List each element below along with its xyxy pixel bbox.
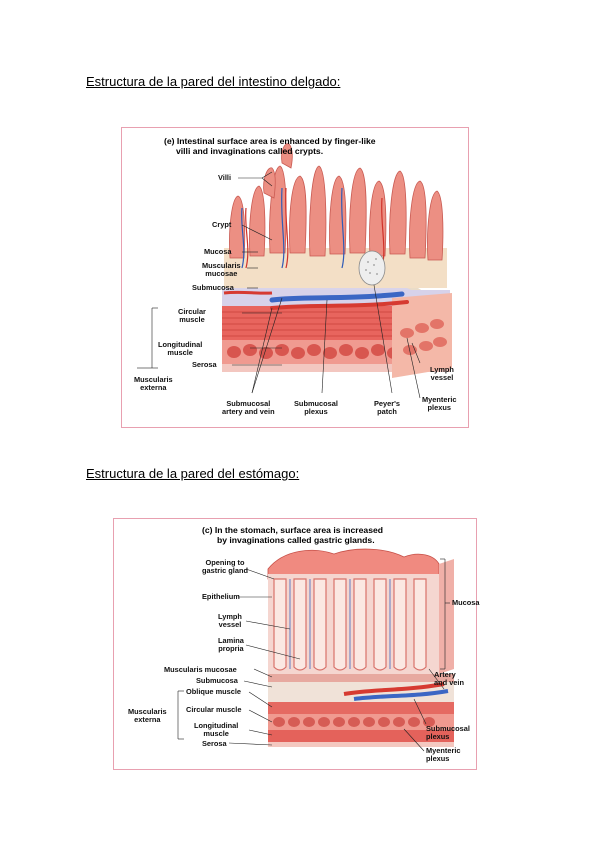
label-muscularis-mucosae: Muscularis mucosae (202, 261, 241, 278)
label-serosa: Serosa (202, 739, 227, 748)
label-muscularis-externa: Muscularis externa (134, 375, 173, 392)
label-villi: Villi (218, 173, 232, 182)
label-epithelium: Epithelium (202, 592, 240, 601)
stomach-heading: Estructura de la pared del estómago: (86, 466, 300, 481)
label-lamina-propria: Lamina propria (218, 636, 244, 653)
label-submucosal-artery-vein: Submucosal artery and vein (222, 399, 275, 416)
intestine-heading: Estructura de la pared del intestino del… (86, 74, 341, 89)
label-lymph-vessel: Lymph vessel (430, 365, 454, 382)
label-lymph-vessel: Lymph vessel (218, 612, 242, 629)
label-crypt: Crypt (212, 220, 232, 229)
label-oblique-muscle: Oblique muscle (186, 687, 242, 696)
label-serosa: Serosa (192, 360, 217, 369)
label-submucosal-plexus: Submucosal plexus (294, 399, 338, 416)
figure-e-title-line-1: (e) Intestinal surface area is enhanced … (164, 136, 376, 146)
label-submucosa: Submucosa (192, 283, 234, 292)
label-circular-muscle: Circular muscle (178, 307, 206, 324)
stomach-figure: (c) In the stomach, surface area is incr… (113, 518, 480, 770)
label-myenteric-plexus: Myenteric plexus (426, 746, 461, 763)
label-muscularis-mucosae: Muscularis mucosae (164, 665, 237, 674)
label-mucosa: Mucosa (452, 598, 480, 607)
stomach-wall-illustration (177, 548, 454, 752)
figure-e-title-line-2: villi and invaginations called crypts. (176, 146, 324, 156)
label-longitudinal-muscle: Longitudinal muscle (158, 340, 203, 357)
label-mucosa: Mucosa (204, 247, 232, 256)
label-myenteric-plexus: Myenteric plexus (422, 395, 457, 412)
intestine-figure: (e) Intestinal surface area is enhanced … (121, 127, 469, 428)
label-longitudinal-muscle: Longitudinal muscle (194, 721, 239, 738)
label-artery-vein: Artery and vein (434, 670, 464, 687)
label-opening-gastric-gland: Opening to gastric gland (202, 558, 248, 575)
label-peyers-patch: Peyer's patch (374, 399, 401, 416)
label-muscularis-externa: Muscularis externa (128, 707, 167, 724)
label-submucosa: Submucosa (196, 676, 238, 685)
label-submucosal-plexus: Submucosal plexus (426, 724, 470, 741)
figure-c-title-line-2: by invaginations called gastric glands. (217, 535, 375, 545)
label-circular-muscle: Circular muscle (186, 705, 242, 714)
intestine-wall-illustration (137, 143, 452, 399)
figure-c-title-line-1: (c) In the stomach, surface area is incr… (202, 525, 384, 535)
